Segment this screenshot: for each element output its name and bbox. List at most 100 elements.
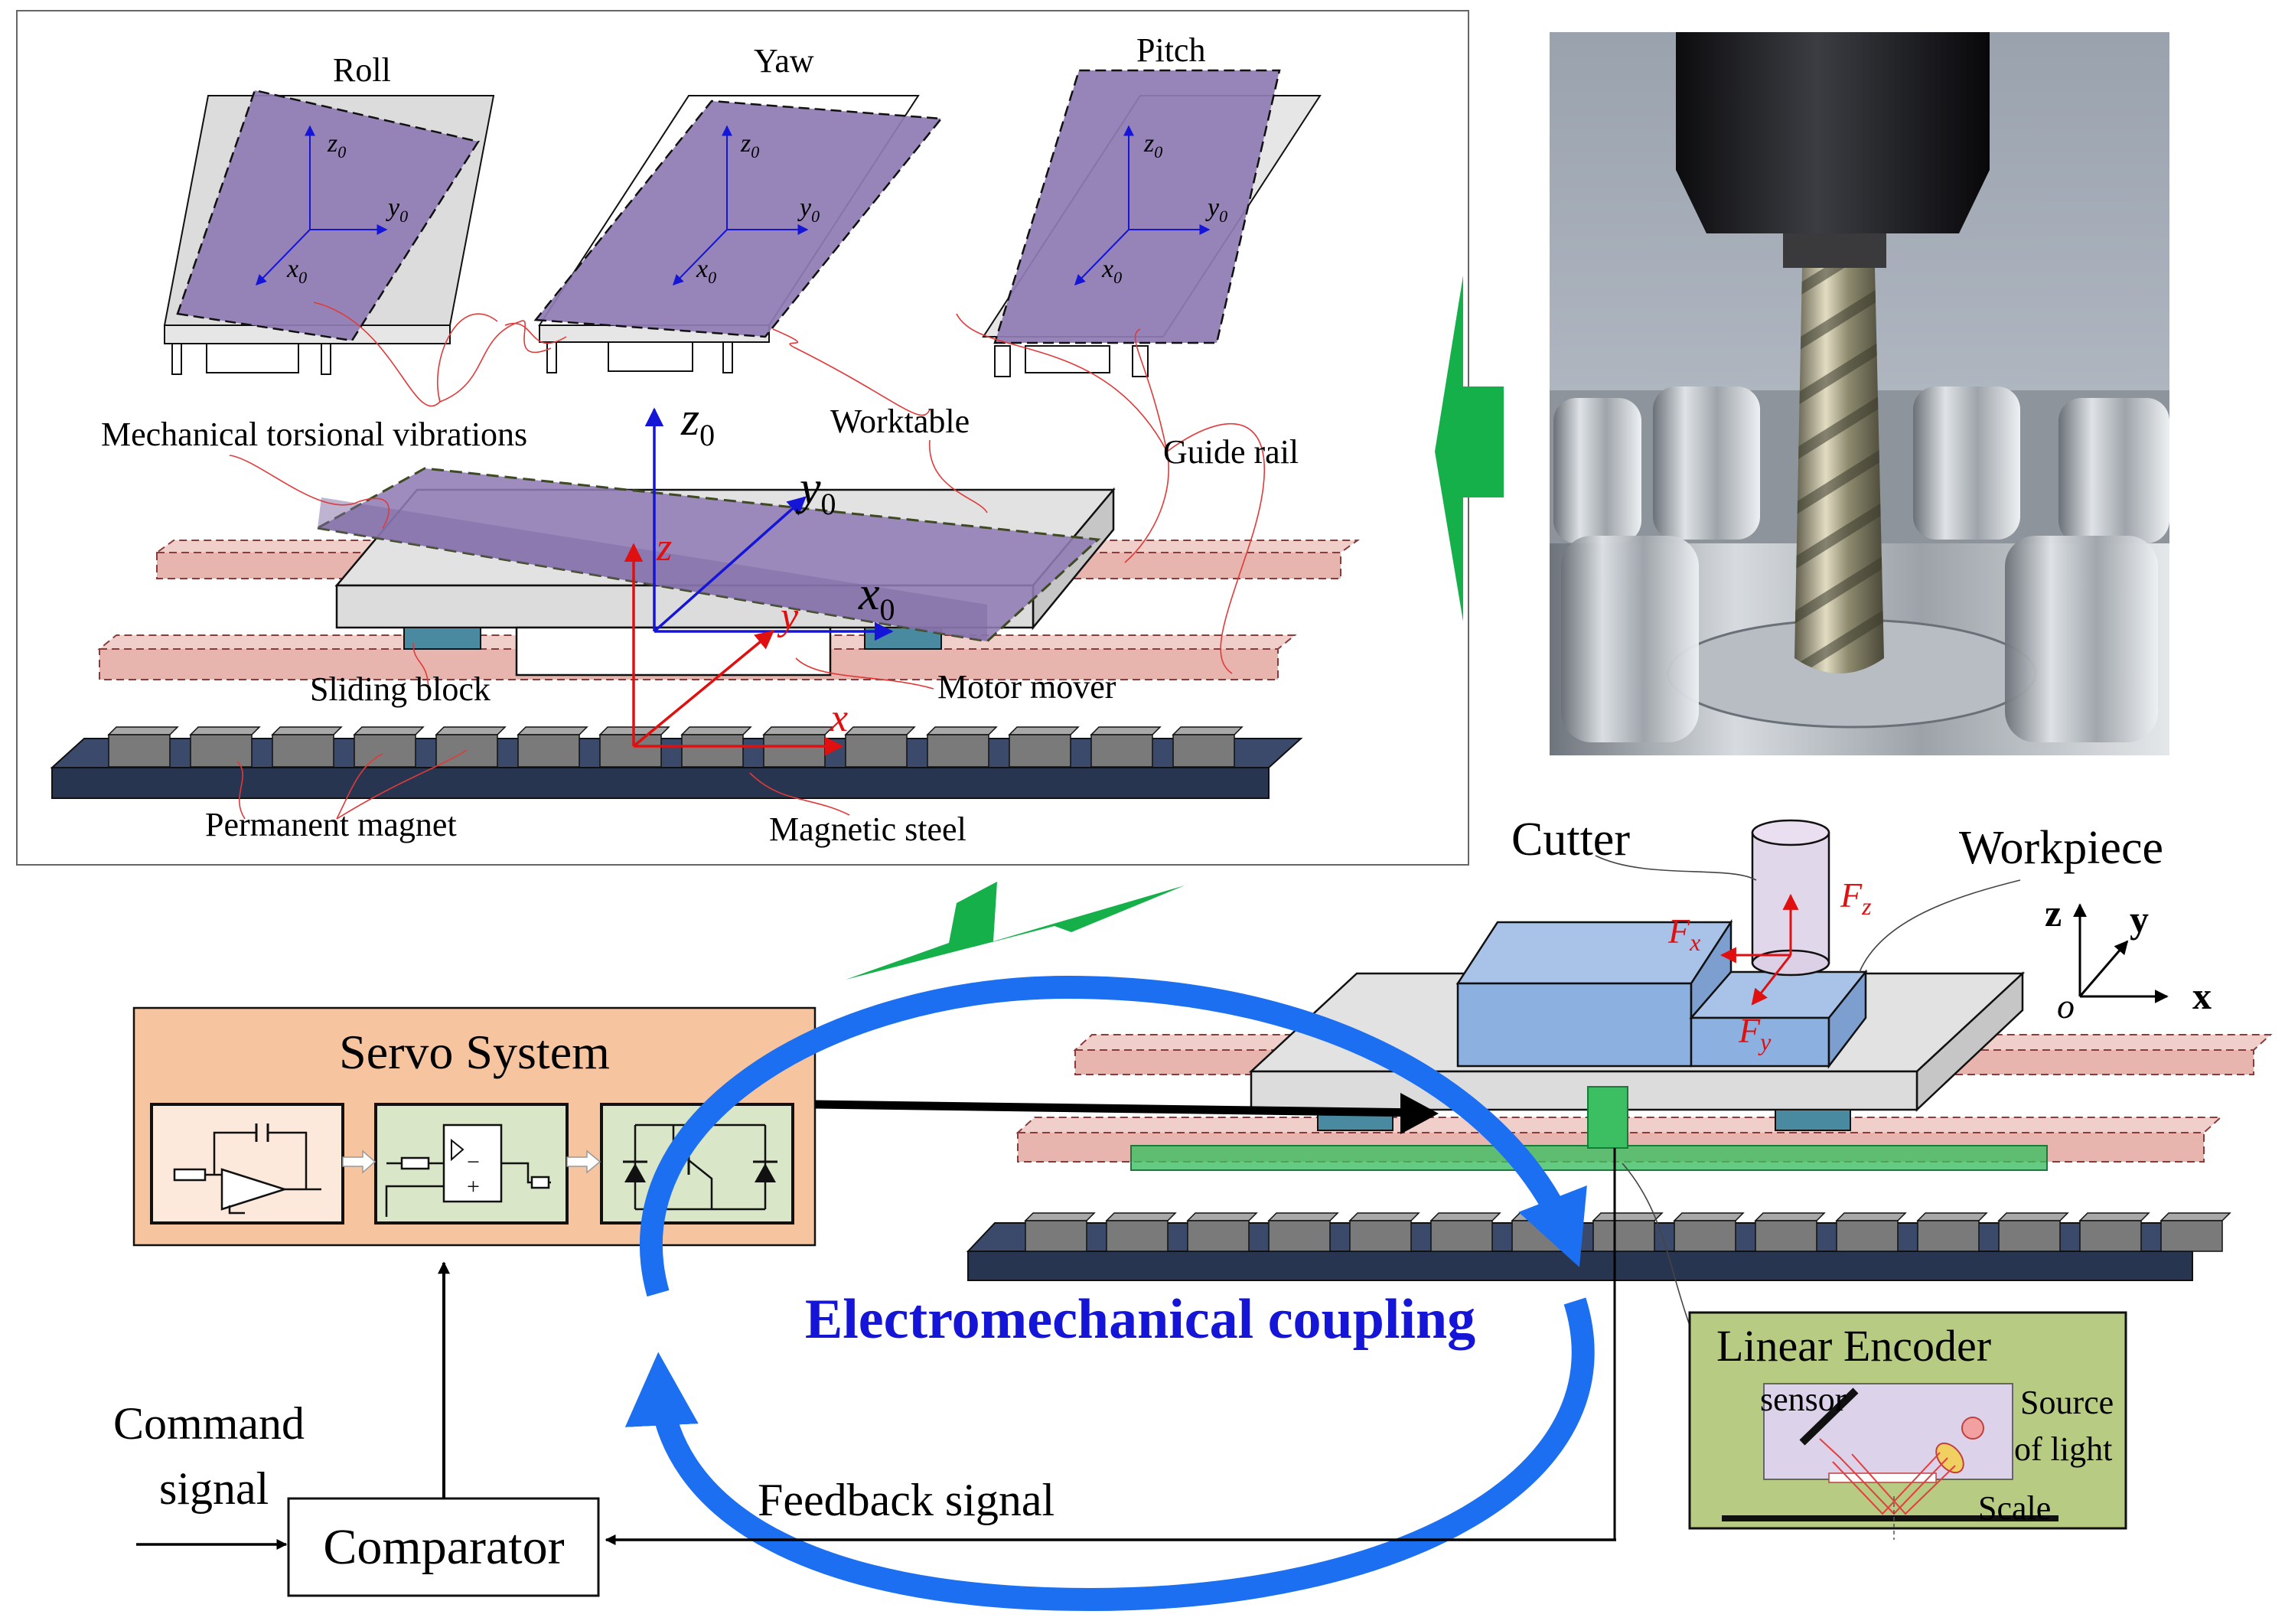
permanent-magnet: [762, 726, 834, 735]
drive-arrow-head: [1400, 1093, 1439, 1134]
permanent-magnet: [189, 726, 261, 735]
x-axis-label: x: [830, 696, 848, 740]
permanent-magnet: [272, 734, 334, 768]
machine-origin-label: o: [2057, 986, 2075, 1026]
integrator-block: [150, 1103, 344, 1225]
permanent-magnet: [1009, 734, 1071, 768]
permanent-magnet: [107, 726, 179, 735]
permanent-magnet: [1998, 1220, 2061, 1252]
permanent-magnet: [271, 726, 343, 735]
machine-z-axis-label: z: [2045, 892, 2062, 934]
permanent-magnet: [1348, 1212, 1420, 1221]
worktable-label: Worktable: [830, 403, 970, 440]
pitch-x0-label: x0: [1101, 255, 1122, 287]
sliding-block-label: Sliding block: [310, 670, 491, 708]
permanent-magnet: [1592, 1220, 1655, 1252]
pitch-y0-label: y0: [1205, 194, 1227, 226]
servo-system-title: Servo System: [339, 1025, 610, 1079]
permanent-magnet: [353, 726, 425, 735]
z0-axis-label: z0: [680, 393, 715, 452]
permanent-magnet: [1592, 1212, 1664, 1221]
svg-text:+: +: [467, 1174, 480, 1199]
sliding-block: [403, 627, 481, 650]
green-left-arrow: [1435, 276, 1504, 621]
permanent-magnet: [1349, 1220, 1412, 1252]
permanent-magnet: [108, 734, 171, 768]
permanent-magnet: [1835, 1212, 1907, 1221]
permanent-magnet: [1754, 1212, 1826, 1221]
source-of-light-label-line2: of light: [2014, 1430, 2112, 1468]
permanent-magnet: [2160, 1220, 2223, 1252]
permanent-magnet-label: Permanent magnet: [205, 806, 457, 843]
leader-lines: [229, 302, 1266, 820]
yaw-x0-label: x0: [696, 255, 716, 287]
permanent-magnet: [763, 734, 826, 768]
linear-motor-assembly: [50, 467, 1361, 799]
comparator-label: Comparator: [323, 1519, 564, 1575]
guide-rail-label: Guide rail: [1163, 433, 1299, 471]
permanent-magnet: [354, 734, 416, 768]
milling-photo: [1550, 32, 2169, 755]
permanent-magnet: [517, 734, 580, 768]
roll-x0-label: x0: [286, 255, 307, 287]
permanent-magnet: [2160, 1212, 2231, 1221]
permanent-magnet: [1755, 1220, 1817, 1252]
permanent-magnet: [1674, 1220, 1736, 1252]
permanent-magnet: [599, 734, 662, 768]
motor-mover: [515, 626, 832, 677]
source-of-light-label-line1: Source: [2020, 1384, 2114, 1421]
permanent-magnet: [1024, 1212, 1096, 1221]
permanent-magnet: [1429, 1212, 1501, 1221]
pitch-label: Pitch: [1136, 31, 1205, 69]
machine-axes: z y x o: [2045, 892, 2212, 1026]
electromechanical-coupling-loop: [624, 975, 1595, 1612]
magnetic-steel-label: Magnetic steel: [769, 810, 966, 848]
machine-magnetic-base: [967, 1251, 2193, 1281]
torsional-vibrations-label: Mechanical torsional vibrations: [101, 416, 527, 453]
permanent-magnet: [1106, 1220, 1169, 1252]
permanent-magnet: [435, 726, 507, 735]
permanent-magnet: [1025, 1220, 1087, 1252]
machine-x-axis-label: x: [2192, 974, 2212, 1017]
pitch-z0-label: z0: [1143, 129, 1162, 161]
roll-z0-label: z0: [327, 129, 346, 161]
command-signal-label-line1: Command: [113, 1398, 305, 1449]
machine-y-axis-label: y: [2130, 898, 2149, 941]
permanent-magnet: [1268, 1220, 1331, 1252]
permanent-magnet: [1090, 734, 1153, 768]
permanent-magnet: [1172, 734, 1235, 768]
y-axis-label: y: [777, 595, 799, 638]
sensor-label: sensor: [1760, 1381, 1847, 1418]
yaw-y0-label: y0: [797, 194, 820, 226]
permanent-magnet: [1917, 1220, 1980, 1252]
permanent-magnet: [1105, 1212, 1177, 1221]
permanent-magnet: [1186, 1212, 1258, 1221]
permanent-magnet: [927, 734, 989, 768]
permanent-magnet: [190, 734, 253, 768]
permanent-magnet: [1836, 1220, 1899, 1252]
roll-pose-diagram: Roll z0 y0 x0: [163, 51, 495, 375]
cutter-label: Cutter: [1511, 814, 1630, 866]
permanent-magnet: [681, 734, 744, 768]
comparator-box: [287, 1497, 600, 1597]
pitch-pose-diagram: Pitch z0 y0 x0: [982, 31, 1322, 377]
z-axis-label: z: [656, 526, 672, 569]
permanent-magnet: [926, 726, 998, 735]
command-signal-label-line2: signal: [159, 1463, 269, 1514]
permanent-magnet: [1916, 1212, 1988, 1221]
svg-text:−: −: [467, 1150, 480, 1175]
yaw-z0-label: z0: [740, 129, 759, 161]
machine-worktable: [1250, 1070, 1918, 1111]
permanent-magnet: [844, 726, 916, 735]
machine-permanent-magnets: [1024, 1212, 2231, 1252]
permanent-magnets: [107, 726, 1244, 768]
encoder-read-head: [1587, 1086, 1628, 1149]
force-fx-label: Fx: [1667, 911, 1700, 956]
coupling-label: Electromechanical coupling: [805, 1288, 1475, 1351]
roll-y0-label: y0: [386, 194, 408, 226]
x0-axis-label: x0: [858, 568, 895, 627]
encoder-scale-strip: [1130, 1145, 2048, 1171]
permanent-magnet: [2078, 1212, 2150, 1221]
